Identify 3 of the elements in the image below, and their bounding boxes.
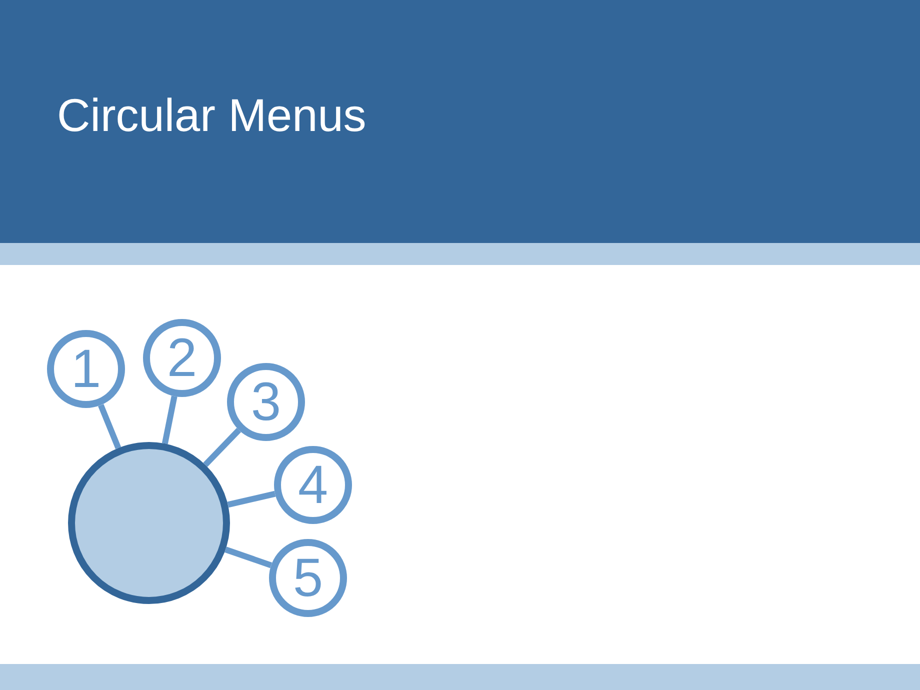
connector-line — [203, 428, 242, 467]
slide-title: Circular Menus — [57, 92, 366, 138]
connector-line — [162, 396, 178, 444]
